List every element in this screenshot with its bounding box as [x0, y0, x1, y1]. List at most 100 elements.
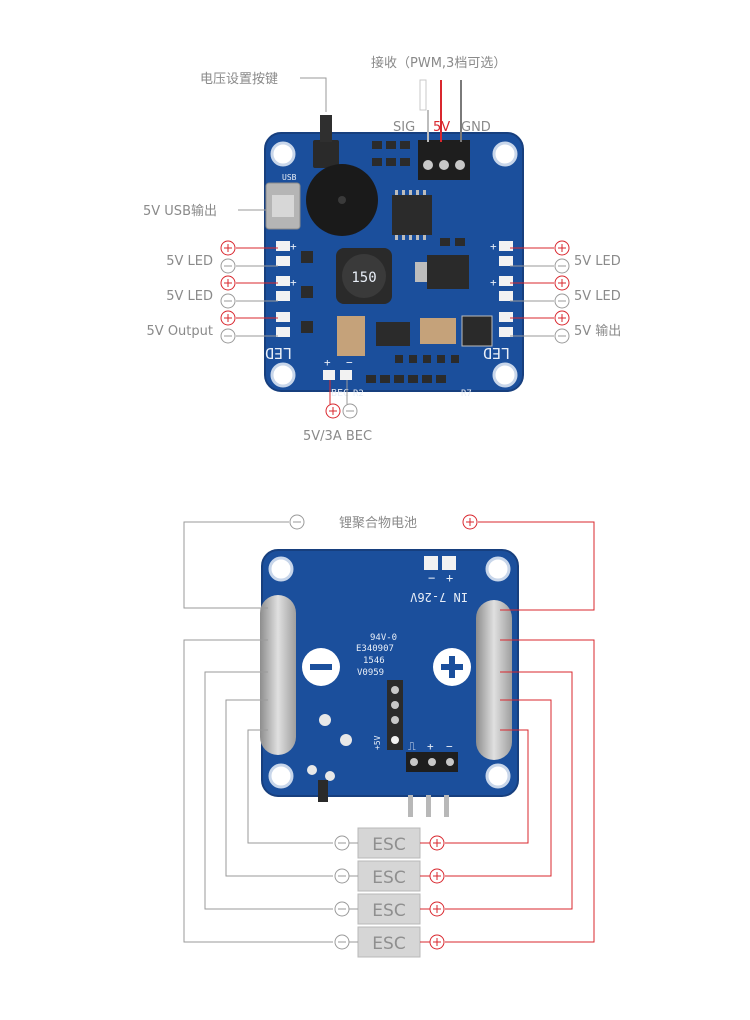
input-pad — [424, 556, 438, 570]
plus-icon — [429, 835, 445, 851]
silk-led-left: LED — [265, 344, 292, 362]
via — [319, 714, 331, 726]
plus-icon — [220, 310, 236, 326]
silk-input: IN 7-26V — [410, 590, 468, 604]
bottom-header-pin — [410, 758, 418, 766]
right-label-2: 5V LED — [574, 289, 621, 304]
esc-label: ESC — [372, 835, 405, 855]
mount-hole — [492, 362, 518, 388]
esc-box — [357, 860, 421, 892]
right-label-3: 5V 输出 — [574, 323, 621, 339]
silk-usb: USB — [282, 173, 297, 182]
right-label-1: 5V LED — [574, 254, 621, 269]
esc-wiring: ESC ESC ESC ESC — [183, 639, 595, 958]
silk-minus: − — [346, 356, 353, 369]
esc-label: ESC — [372, 934, 405, 954]
voltage-button-label: 电压设置按键 — [200, 72, 278, 87]
minus-icon — [220, 328, 236, 344]
diode — [461, 315, 493, 347]
bec-label: 5V/3A BEC — [303, 429, 372, 444]
bottom-header-pin — [446, 758, 454, 766]
main-ic — [392, 195, 432, 235]
esc-negative-wire-4 — [183, 639, 333, 943]
header-pin-gnd — [455, 160, 465, 170]
receiver-label: 接收（PWM,3档可选） — [371, 55, 506, 71]
silk-5v: +5V — [373, 735, 382, 750]
minus-icon — [554, 258, 570, 274]
usb-label: 5V USB输出 — [143, 203, 217, 219]
silk-r7: R7 — [461, 389, 472, 399]
plus-symbol-v — [449, 656, 455, 678]
esc-positive-wire-3 — [445, 671, 573, 910]
top-board: 150 LED — [264, 115, 524, 399]
silk-plus: + — [290, 276, 297, 289]
regulator-tab — [415, 262, 427, 282]
battery-annotation: 锂聚合物电池 — [183, 514, 595, 611]
input-pad — [442, 556, 456, 570]
plus-icon — [429, 934, 445, 950]
silk-bec: BEC — [331, 388, 349, 399]
esc-label: ESC — [372, 901, 405, 921]
header-strip — [387, 680, 403, 750]
header-leg — [444, 795, 449, 817]
esc-module-1: ESC — [334, 827, 445, 859]
inductor-core — [342, 254, 386, 298]
bec-pad-plus — [323, 370, 335, 380]
minus-icon — [334, 835, 350, 851]
plus-icon — [220, 240, 236, 256]
voltage-button-leader — [300, 77, 327, 112]
plus-icon — [429, 868, 445, 884]
header-pin-5v — [439, 160, 449, 170]
left-label-2: 5V LED — [166, 289, 213, 304]
mount-hole — [485, 763, 511, 789]
silk-input-plus: + — [446, 571, 453, 585]
esc-module-2: ESC — [334, 860, 445, 892]
silk-plus: + — [490, 240, 497, 253]
minus-icon — [554, 328, 570, 344]
capacitor — [420, 318, 456, 344]
silk-plus: + — [490, 276, 497, 289]
left-polarity-markers — [220, 240, 278, 344]
regulator — [427, 255, 469, 289]
right-polarity-markers — [510, 240, 570, 344]
plus-icon — [220, 275, 236, 291]
pin-gnd-label: GND — [461, 120, 491, 135]
silk-plus: + — [290, 240, 297, 253]
silk-input-minus: − — [428, 571, 435, 585]
plus-icon — [554, 310, 570, 326]
esc-positive-wire-4 — [445, 639, 595, 943]
negative-pad — [260, 595, 296, 755]
via — [325, 771, 335, 781]
capacitor — [337, 338, 365, 356]
mount-hole — [268, 556, 294, 582]
battery-negative-wire — [183, 521, 289, 609]
header-pad — [391, 701, 399, 709]
via — [340, 734, 352, 746]
small-ic — [376, 322, 410, 346]
mount-hole — [268, 763, 294, 789]
minus-icon — [220, 258, 236, 274]
esc-negative-wire-1 — [247, 729, 333, 844]
header-pad — [391, 736, 399, 744]
positive-pad — [476, 600, 512, 760]
esc-negative-wire-3 — [204, 671, 333, 910]
silk-code-3: 1546 — [363, 656, 385, 666]
esc-positive-wire-1 — [445, 729, 529, 844]
plus-icon — [554, 275, 570, 291]
voltage-button-body — [313, 140, 339, 168]
pin-sig-label: SIG — [393, 120, 415, 135]
minus-icon — [334, 868, 350, 884]
mount-hole — [485, 556, 511, 582]
esc-positive-wire-2 — [445, 699, 552, 877]
mount-hole — [270, 141, 296, 167]
esc-negative-wire-2 — [225, 699, 333, 877]
esc-box — [357, 926, 421, 958]
bec-pad-minus — [340, 370, 352, 380]
header-leg — [426, 795, 431, 817]
buzzer-hole — [338, 196, 346, 204]
via — [307, 765, 317, 775]
silk-led-right: LED — [483, 344, 510, 362]
ic-pins — [395, 190, 426, 240]
esc-label: ESC — [372, 868, 405, 888]
inductor-mark: 150 — [351, 270, 376, 286]
